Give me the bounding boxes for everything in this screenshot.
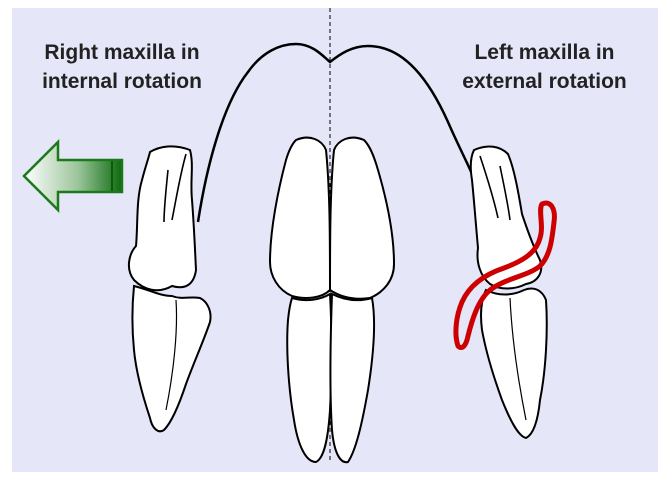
incisor-right-crown xyxy=(330,138,394,299)
right-premolar-upper xyxy=(129,146,196,290)
incisor-left-crown xyxy=(270,138,330,298)
right-premolar-lower xyxy=(133,286,211,431)
left-premolar-lower xyxy=(481,288,547,438)
right-maxilla-label-line2: internal rotation xyxy=(22,67,222,96)
left-maxilla-label-line2: external rotation xyxy=(442,67,647,96)
incisor-left-root xyxy=(287,294,331,462)
arrow-left-icon xyxy=(24,142,122,210)
incisor-right-root xyxy=(331,294,375,462)
left-maxilla-label-line1: Left maxilla in xyxy=(442,38,647,67)
right-maxilla-label-line1: Right maxilla in xyxy=(22,38,222,67)
left-maxilla-label: Left maxilla in external rotation xyxy=(442,38,647,96)
right-maxilla-label: Right maxilla in internal rotation xyxy=(22,38,222,96)
